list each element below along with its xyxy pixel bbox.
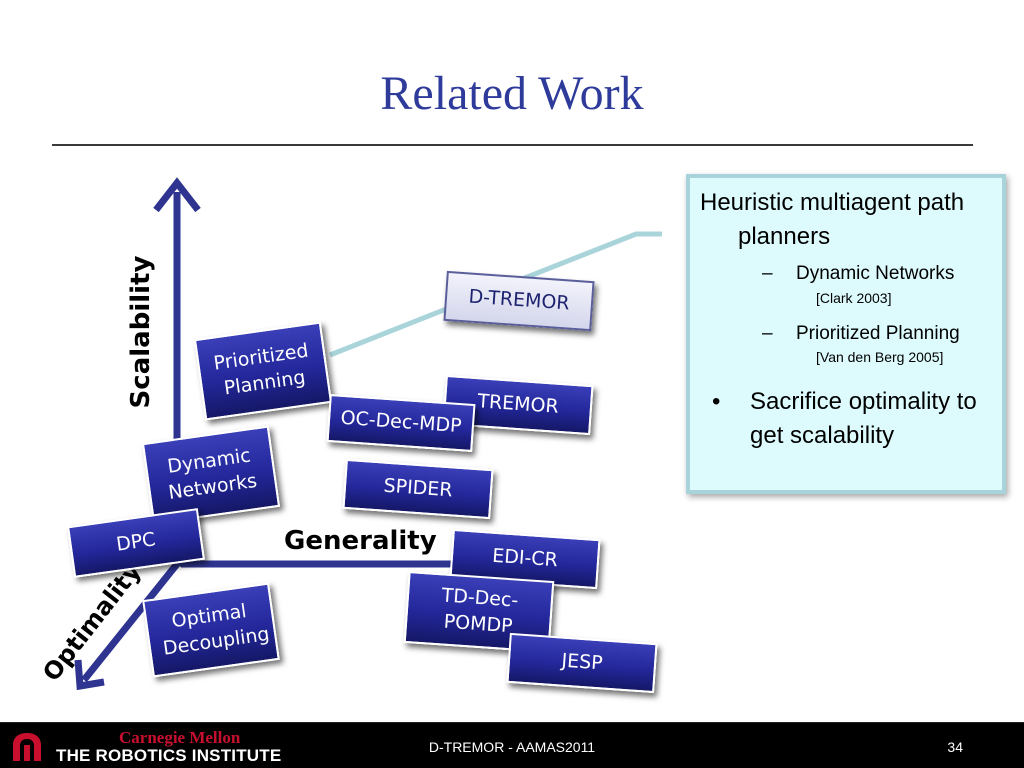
method-box-jesp: JESP: [506, 632, 658, 694]
optimality-axis: [74, 560, 182, 691]
slide-footer: Carnegie Mellon THE ROBOTICS INSTITUTE D…: [0, 722, 1024, 768]
method-box-ocdecmdp: OC-Dec-MDP: [326, 393, 476, 453]
callout-sub-item: – Prioritized Planning: [700, 320, 992, 348]
scalability-axis-label: Scalability: [126, 255, 156, 409]
method-label: Prioritized Planning: [212, 339, 310, 400]
callout-box: Heuristic multiagent path planners – Dyna…: [686, 174, 1006, 494]
method-label: EDI-CR: [491, 544, 559, 572]
method-label: Dynamic Networks: [166, 444, 259, 504]
method-label: TREMOR: [476, 390, 560, 418]
method-label: SPIDER: [382, 474, 454, 502]
title-divider: [52, 144, 973, 146]
page-number: 34: [947, 739, 963, 755]
method-box-dtremor: D-TREMOR: [443, 270, 595, 332]
dash-marker: –: [762, 322, 773, 344]
method-label: JESP: [560, 649, 604, 675]
callout-connector: [329, 231, 662, 358]
method-label: OC-Dec-MDP: [339, 406, 463, 438]
slide-title: Related Work: [380, 67, 644, 120]
dash-marker: –: [762, 263, 773, 285]
bullet-marker: •: [712, 388, 721, 416]
method-label: D-TREMOR: [467, 285, 571, 315]
cmu-logo-icon: [13, 733, 41, 761]
method-label: Optimal Decoupling: [161, 600, 271, 660]
callout-sub-label: Dynamic Networks: [796, 263, 955, 285]
callout-sub-item: – Dynamic Networks: [700, 260, 992, 288]
footer-caption: D-TREMOR - AAMAS2011: [428, 739, 596, 755]
callout-main-bullet: Heuristic multiagent path planners: [700, 189, 965, 251]
callout-citation: [Van den Berg 2005]: [816, 349, 944, 366]
method-box-spider: SPIDER: [342, 458, 494, 520]
institute-name: THE ROBOTICS INSTITUTE: [56, 746, 282, 765]
generality-axis-label: Generality: [284, 526, 437, 556]
callout-citation: [Clark 2003]: [816, 289, 892, 306]
callout-second-bullet: • Sacrifice optimality to get scalability: [700, 385, 992, 453]
callout-second-text: Sacrifice optimality to get scalability: [750, 388, 977, 450]
university-name: Carnegie Mellon: [119, 728, 241, 747]
method-label: DPC: [114, 528, 157, 556]
callout-sub-label: Prioritized Planning: [796, 322, 960, 344]
